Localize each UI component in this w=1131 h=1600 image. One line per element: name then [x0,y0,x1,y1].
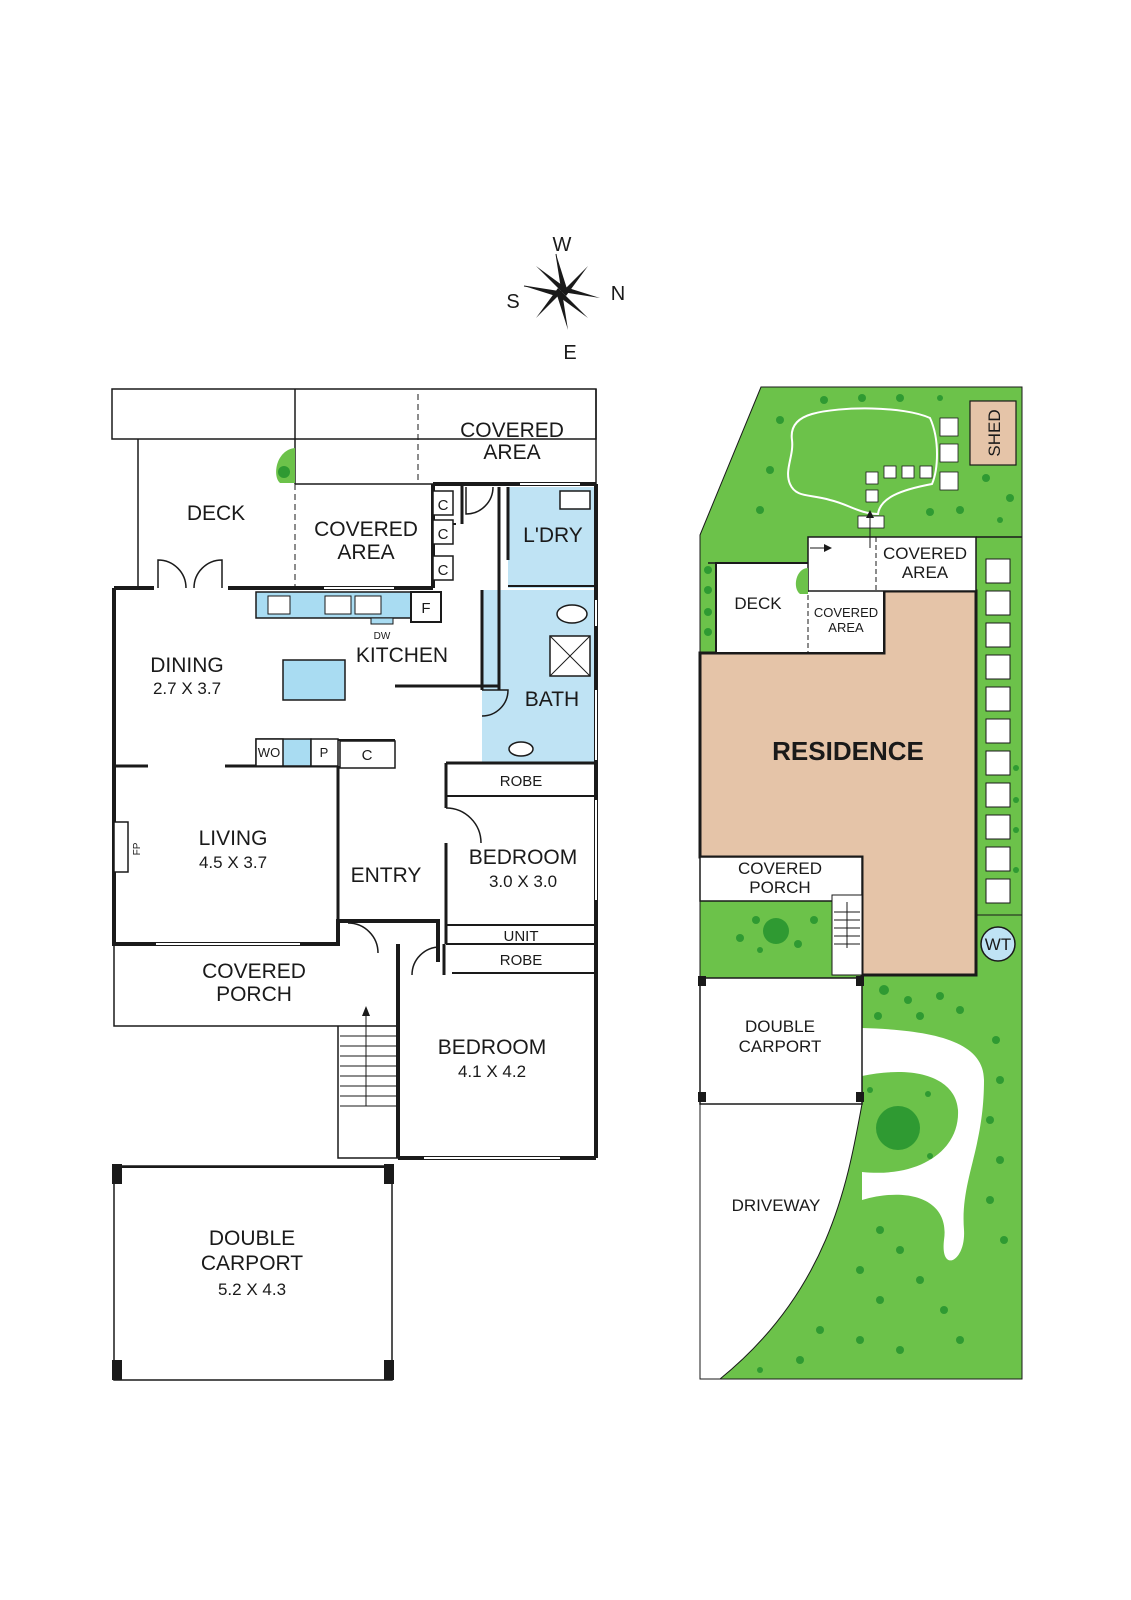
cupboard-label-4: C [362,747,373,764]
compass-rose-icon [523,253,600,330]
covered-area-mid-label-2: AREA [337,541,394,564]
carport-dimensions: 5.2 X 4.3 [218,1280,286,1299]
site-covered-porch-label-2: PORCH [749,878,810,897]
bedroom-2-label: BEDROOM [438,1036,547,1059]
bedroom-1-label: BEDROOM [469,846,578,869]
fireplace-label: FP [132,842,143,855]
dining-label: DINING [150,654,224,677]
shed-icon [969,400,1017,466]
carport-label-2: CARPORT [201,1252,303,1275]
site-carport [699,977,863,1105]
compass-east: E [563,342,576,364]
garden-path [862,1028,984,1261]
covered-area-label-2: AREA [483,441,540,464]
covered-area-label-1: COVERED [460,419,564,442]
covered-porch-label-1: COVERED [202,960,306,983]
living-label: LIVING [199,827,268,850]
site-deck-label: DECK [734,594,782,613]
deck-label: DECK [187,502,245,525]
cupboard-label-3: C [438,562,449,579]
driveway-label: DRIVEWAY [732,1196,821,1215]
water-tank-label: WT [985,935,1011,954]
robe-label-1: ROBE [500,773,543,790]
site-carport-label-2: CARPORT [739,1037,822,1056]
dishwasher-label: DW [374,631,391,642]
cupboard-label-1: C [438,497,449,514]
site-covered-porch [699,856,863,902]
residence-label: RESIDENCE [772,736,924,766]
site-covered-area-small-label-1: COVERED [814,605,878,620]
wall-oven-label: WO [258,745,280,760]
bedroom-2-dimensions: 4.1 X 4.2 [458,1062,526,1081]
site-carport-label-1: DOUBLE [745,1017,815,1036]
covered-porch-label-2: PORCH [216,983,292,1006]
fridge-label: F [421,600,430,617]
cupboard-label-2: C [438,526,449,543]
compass-north: N [611,283,625,305]
unit-label: UNIT [504,928,539,945]
dining-dimensions: 2.7 X 3.7 [153,679,221,698]
site-plan [698,386,1023,1380]
compass-west: W [553,234,572,256]
fridge-space [410,591,442,623]
bedroom-1-dimensions: 3.0 X 3.0 [489,872,557,891]
covered-area-mid-label-1: COVERED [314,518,418,541]
bath-label: BATH [525,688,579,711]
water-tank-icon [980,926,1016,962]
kitchen-label: KITCHEN [356,644,448,667]
site-covered-porch-label-1: COVERED [738,859,822,878]
site-covered-area-small-label-2: AREA [828,620,864,635]
compass-south: S [506,291,519,313]
shed-label: SHED [985,409,1004,456]
floor-plan [111,388,598,1381]
kitchen-island [282,659,346,701]
pantry-label: P [320,745,329,760]
robe-label-2: ROBE [500,952,543,969]
entry-label: ENTRY [351,864,422,887]
living-dimensions: 4.5 X 3.7 [199,853,267,872]
site-covered-area-label-1: COVERED [883,544,967,563]
carport-label-1: DOUBLE [209,1227,295,1250]
site-covered-area [807,536,977,592]
laundry-label: L'DRY [523,524,583,547]
site-covered-area-label-2: AREA [902,563,949,582]
